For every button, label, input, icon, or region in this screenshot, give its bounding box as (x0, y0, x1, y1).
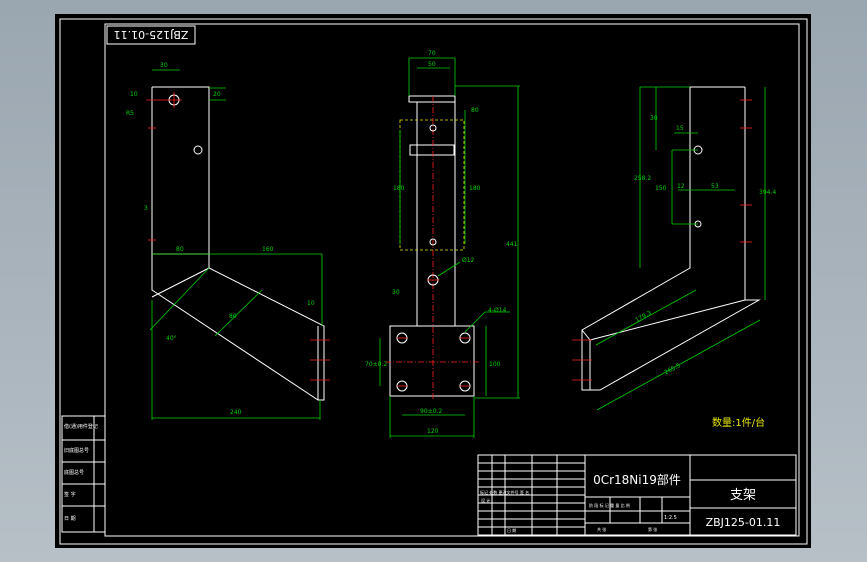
dim-front-10: 100 (489, 361, 501, 368)
stamp-label-4: 签 字 (64, 491, 76, 498)
dim-front-9: 70±0.2 (365, 361, 387, 368)
dim-left-3: R5 (126, 110, 134, 117)
sheet-total: 共 张 (597, 526, 606, 532)
dim-front-2: 80 (471, 107, 479, 114)
left-view: 30 20 10 R5 3 80 160 80 10 40° 240 (126, 62, 330, 420)
sheet-number: 第 张 (648, 526, 657, 532)
front-view: 70 50 80 180 180 441 Ø12 30 4-Ø14 70±0.2… (365, 50, 520, 438)
left-stamp-column: 借(通)用件登记 旧底图总号 底图总号 签 字 日 期 (61, 415, 106, 533)
rotated-code-box: ZBJ125-01.11 (106, 25, 196, 45)
dim-left-7: 80 (229, 313, 237, 320)
dim-right-2: 12 (677, 183, 685, 190)
date-label: 日 期 (507, 527, 516, 533)
stamp-label-5: 日 期 (64, 516, 76, 522)
dim-right-4: 150 (655, 185, 667, 192)
dim-front-12: 120 (427, 428, 439, 435)
dim-front-0: 70 (428, 50, 436, 57)
dim-front-7: 30 (392, 289, 400, 296)
dim-left-4: 3 (144, 205, 148, 212)
dim-front-4: 180 (469, 185, 481, 192)
change-columns: 标记 处数 更改文件号 签 名 (480, 489, 529, 495)
dim-front-1: 50 (428, 61, 436, 68)
dim-left-0: 30 (160, 62, 168, 69)
dim-left-1: 20 (213, 91, 221, 98)
dim-front-8: 4-Ø14 (488, 307, 507, 314)
stage-columns: 阶 段 标 记 重 量 比 例 (589, 502, 630, 508)
stamp-label-1: 借(通)用件登记 (64, 423, 98, 430)
dim-right-0: 30 (650, 115, 658, 122)
part-name: 支架 (730, 488, 756, 503)
material-text: 0Cr18Ni19部件 (593, 472, 681, 487)
rotated-code-text: ZBJ125-01.11 (114, 28, 189, 41)
dim-front-3: 180 (393, 185, 405, 192)
dim-left-2: 10 (130, 91, 138, 98)
dim-right-5: 258.2 (634, 175, 651, 182)
drawing-number: ZBJ125-01.11 (706, 516, 781, 529)
outer-border (59, 18, 808, 545)
design-label: 设 计 (481, 497, 490, 503)
dim-front-5: 441 (506, 241, 518, 248)
dim-left-5: 80 (176, 246, 184, 253)
dim-right-1: 15 (676, 125, 684, 132)
inner-border (104, 23, 800, 537)
dim-right-6: 394.4 (759, 189, 776, 196)
stamp-label-2: 旧底图总号 (64, 447, 89, 454)
dim-left-10: 240 (230, 409, 242, 416)
dim-front-11: 90±0.2 (420, 408, 442, 415)
dim-front-6: Ø12 (462, 257, 475, 264)
dim-left-6: 160 (262, 246, 274, 253)
dim-left-8: 10 (307, 300, 315, 307)
dim-right-3: 53 (711, 183, 719, 190)
scale-value: 1:2.5 (664, 515, 677, 521)
stamp-label-3: 底图总号 (64, 469, 84, 476)
quantity-note: 数量:1件/台 (712, 416, 765, 429)
title-block: 标记 处数 更改文件号 签 名 设 计 日 期 阶 段 标 记 重 量 比 例 … (477, 454, 797, 536)
dim-left-9: 40° (166, 335, 177, 342)
